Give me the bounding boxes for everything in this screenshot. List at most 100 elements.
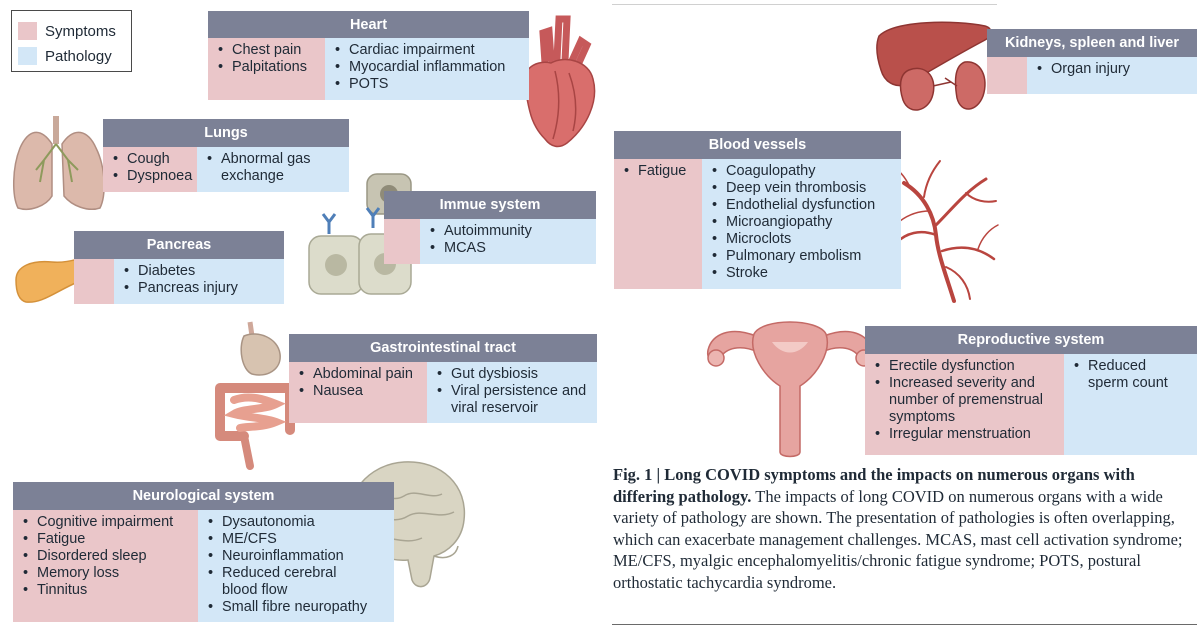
heart-symptom-item: Palpitations — [218, 59, 321, 76]
caption-label: Fig. 1 | Long COVID symptoms and the imp… — [613, 465, 1135, 506]
neuro-symptom-item: Cognitive impairment — [23, 514, 194, 531]
vessels-pathology-item: Endothelial dysfunction — [712, 197, 897, 214]
repro-symptoms-panel: Erectile dysfunction Increased severity … — [865, 354, 1064, 455]
vessels-pathology-item: Deep vein thrombosis — [712, 180, 897, 197]
kidneys-pathology-item: Organ injury — [1037, 61, 1193, 78]
neuro-symptoms-list: Cognitive impairment Fatigue Disordered … — [13, 510, 198, 599]
vessels-pathology-item: Pulmonary embolism — [712, 248, 897, 265]
repro-symptom-item: Erectile dysfunction — [875, 358, 1056, 375]
gi-pathology-item: Gut dysbiosis — [437, 366, 593, 383]
heart-pathology-item: Myocardial inflammation — [335, 59, 525, 76]
legend: Symptoms Pathology — [11, 10, 132, 72]
neuro-symptom-item: Disordered sleep — [23, 548, 194, 565]
neuro-pathology-item: Dysautonomia — [208, 514, 369, 531]
heart-illustration — [522, 15, 596, 148]
legend-symptoms: Symptoms — [18, 22, 116, 40]
vessels-pathology-panel: Coagulopathy Deep vein thrombosis Endoth… — [702, 159, 901, 289]
repro-symptom-item: Irregular menstruation — [875, 426, 1056, 443]
kidneys-title: Kidneys, spleen and liver — [987, 29, 1197, 57]
immune-pathology-item: MCAS — [430, 240, 592, 257]
repro-symptom-item: Increased severity and number of premens… — [875, 375, 1056, 426]
gi-symptoms-panel: Abdominal pain Nausea — [289, 362, 427, 423]
pancreas-pathology-panel: Diabetes Pancreas injury — [114, 259, 284, 304]
immune-pathology-list: Autoimmunity MCAS — [420, 219, 596, 257]
pancreas-pathology-item: Pancreas injury — [124, 280, 280, 297]
pancreas-symptoms-panel — [74, 259, 114, 304]
immune-pathology-panel: Autoimmunity MCAS — [420, 219, 596, 264]
figure-caption: Fig. 1 | Long COVID symptoms and the imp… — [613, 464, 1197, 594]
vessels-symptom-item: Fatigue — [624, 163, 698, 180]
vessels-symptoms-panel: Fatigue — [614, 159, 702, 289]
immune-card: Autoimmunity MCAS Immue system — [384, 191, 596, 264]
heart-pathology-item: POTS — [335, 76, 525, 93]
vessels-card: Fatigue Coagulopathy Deep vein thrombosi… — [614, 131, 901, 289]
gi-pathology-panel: Gut dysbiosis Viral persistence and vira… — [427, 362, 597, 423]
vessels-title: Blood vessels — [614, 131, 901, 159]
legend-symptoms-swatch — [18, 22, 37, 40]
caption-text: The impacts of long COVID on numerous or… — [613, 486, 1183, 592]
lungs-title: Lungs — [103, 119, 349, 147]
gi-pathology-item: Viral persistence and viral reservoir — [437, 383, 593, 417]
heart-symptoms-panel: Chest pain Palpitations — [208, 38, 325, 100]
repro-symptoms-list: Erectile dysfunction Increased severity … — [865, 354, 1060, 443]
kidneys-pathology-list: Organ injury — [1027, 57, 1197, 78]
bottom-rule — [612, 624, 1197, 625]
kidneys-pathology-panel: Organ injury — [1027, 57, 1197, 94]
heart-symptom-item: Chest pain — [218, 42, 321, 59]
legend-pathology: Pathology — [18, 47, 112, 65]
vessels-pathology-item: Coagulopathy — [712, 163, 897, 180]
immune-pathology-item: Autoimmunity — [430, 223, 592, 240]
lungs-symptoms-panel: Cough Dyspnoea — [103, 147, 197, 192]
gi-pathology-list: Gut dysbiosis Viral persistence and vira… — [427, 362, 597, 417]
pancreas-card: Diabetes Pancreas injury Pancreas — [74, 231, 284, 304]
legend-pathology-swatch — [18, 47, 37, 65]
neuro-pathology-item: Neuroinflammation — [208, 548, 369, 565]
repro-pathology-panel: Reduced sperm count — [1064, 354, 1197, 455]
gi-title: Gastrointestinal tract — [289, 334, 597, 362]
vessels-pathology-item: Stroke — [712, 265, 897, 282]
neuro-symptoms-panel: Cognitive impairment Fatigue Disordered … — [13, 510, 198, 622]
heart-card: Chest pain Palpitations Cardiac impairme… — [208, 11, 529, 100]
neuro-symptom-item: Memory loss — [23, 565, 194, 582]
gi-symptom-item: Nausea — [299, 383, 423, 400]
pancreas-pathology-list: Diabetes Pancreas injury — [114, 259, 284, 297]
pancreas-title: Pancreas — [74, 231, 284, 259]
gi-symptom-item: Abdominal pain — [299, 366, 423, 383]
neuro-pathology-list: Dysautonomia ME/CFS Neuroinflammation Re… — [198, 510, 373, 616]
kidneys-card: Organ injury Kidneys, spleen and liver — [987, 29, 1197, 94]
neuro-title: Neurological system — [13, 482, 394, 510]
gi-symptoms-list: Abdominal pain Nausea — [289, 362, 427, 400]
neuro-pathology-item: Reduced cerebral blood flow — [208, 565, 369, 599]
heart-symptoms-list: Chest pain Palpitations — [208, 38, 325, 76]
legend-pathology-label: Pathology — [45, 47, 112, 65]
lungs-symptom-item: Cough — [113, 151, 193, 168]
gi-card: Abdominal pain Nausea Gut dysbiosis Vira… — [289, 334, 597, 423]
immune-title: Immue system — [384, 191, 596, 219]
pancreas-pathology-item: Diabetes — [124, 263, 280, 280]
repro-title: Reproductive system — [865, 326, 1197, 354]
heart-pathology-list: Cardiac impairment Myocardial inflammati… — [325, 38, 529, 93]
repro-card: Erectile dysfunction Increased severity … — [865, 326, 1197, 455]
repro-pathology-list: Reduced sperm count — [1064, 354, 1192, 392]
lungs-pathology-list: Abnormal gas exchange — [197, 147, 327, 185]
kidneys-symptoms-panel — [987, 57, 1027, 94]
vessels-pathology-list: Coagulopathy Deep vein thrombosis Endoth… — [702, 159, 901, 282]
lungs-pathology-panel: Abnormal gas exchange — [197, 147, 349, 192]
vessels-pathology-item: Microangiopathy — [712, 214, 897, 231]
legend-symptoms-label: Symptoms — [45, 22, 116, 40]
neuro-card: Cognitive impairment Fatigue Disordered … — [13, 482, 394, 622]
heart-title: Heart — [208, 11, 529, 38]
gi-tract-illustration — [215, 321, 295, 470]
heart-pathology-item: Cardiac impairment — [335, 42, 525, 59]
lungs-pathology-item: Abnormal gas exchange — [207, 151, 323, 185]
vessels-symptoms-list: Fatigue — [614, 159, 702, 180]
neuro-pathology-item: Small fibre neuropathy — [208, 599, 369, 616]
lungs-illustration — [13, 116, 105, 210]
reproductive-illustration — [706, 321, 874, 458]
neuro-pathology-item: ME/CFS — [208, 531, 369, 548]
lungs-card: Cough Dyspnoea Abnormal gas exchange Lun… — [103, 119, 349, 192]
immune-symptoms-panel — [384, 219, 420, 264]
neuro-symptom-item: Tinnitus — [23, 582, 194, 599]
blood-vessels-illustration — [891, 160, 999, 303]
vessels-pathology-item: Microclots — [712, 231, 897, 248]
